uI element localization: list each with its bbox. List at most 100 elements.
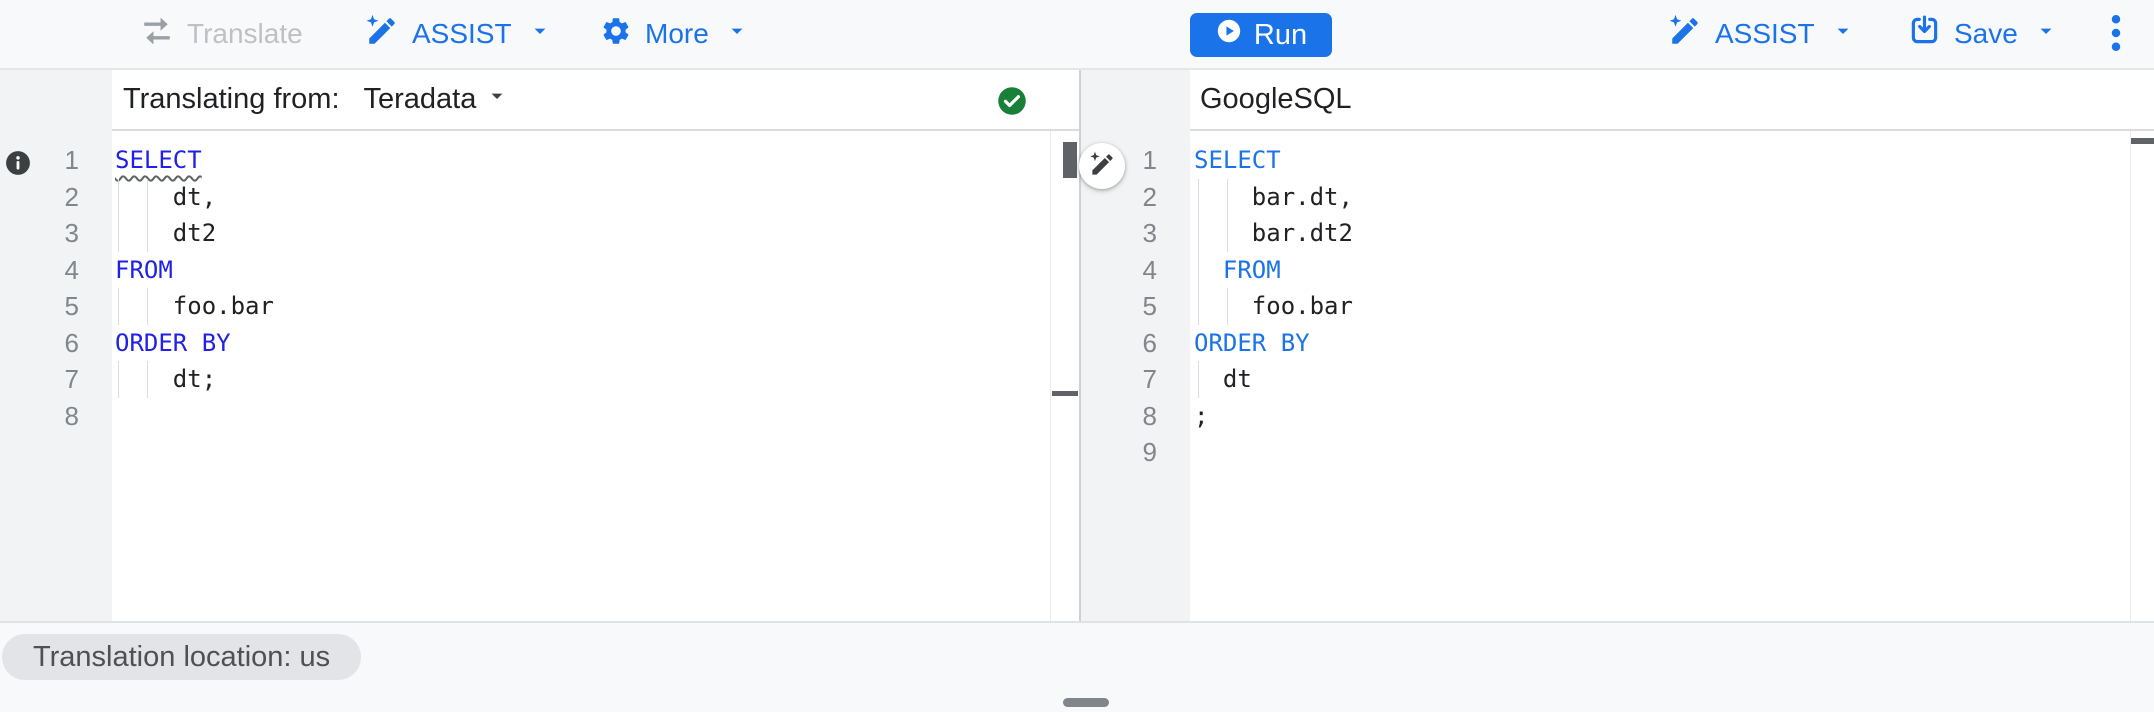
indent-guide — [1226, 288, 1228, 325]
save-icon — [1908, 14, 1941, 54]
more-dropdown[interactable]: More — [600, 0, 750, 68]
code-line: bar.dt2 — [1194, 215, 2124, 252]
code-line: foo.bar — [115, 288, 1049, 325]
code-line: bar.dt, — [1194, 178, 2124, 215]
code-line: dt2 — [115, 215, 1049, 252]
line-number: 2 — [1142, 181, 1157, 212]
chevron-down-icon — [1830, 18, 1856, 51]
play-circle-icon — [1215, 17, 1243, 53]
translate-button[interactable]: Translate — [140, 0, 303, 68]
save-label: Save — [1954, 18, 2018, 49]
pen-sparkle-icon — [1089, 151, 1116, 181]
assist-dropdown-right[interactable]: ASSIST — [1668, 0, 1856, 68]
run-label: Run — [1253, 18, 1308, 51]
line-number: 7 — [1142, 364, 1157, 394]
line-number: 7 — [64, 364, 79, 394]
pen-sparkle-icon — [365, 14, 399, 55]
source-scroll-track — [1050, 70, 1051, 621]
source-scroll-marker[interactable] — [1052, 391, 1078, 396]
swap-arrows-icon — [140, 14, 174, 55]
kebab-vertical-icon — [2101, 13, 2131, 58]
indent-guide — [146, 361, 148, 398]
chevron-down-icon — [724, 18, 750, 51]
translating-from-label: Translating from: — [123, 83, 340, 115]
line-number: 5 — [64, 291, 79, 321]
chevron-down-icon — [484, 83, 510, 117]
indent-guide — [146, 288, 148, 325]
assist-dropdown-left[interactable]: ASSIST — [365, 0, 553, 68]
code-line: FROM — [115, 255, 173, 284]
line-number: 9 — [1142, 437, 1157, 467]
assist-label: ASSIST — [412, 18, 512, 49]
gear-icon — [600, 15, 632, 54]
code-line: SELECT — [1194, 146, 1281, 174]
line-number: 6 — [1142, 327, 1157, 358]
line-number: 3 — [1142, 218, 1157, 248]
indent-guide — [118, 288, 119, 325]
code-line — [1194, 434, 2124, 471]
code-line: ; — [1194, 401, 1209, 430]
target-panel: GoogleSQL 1 2 3 4 5 6 7 8 9 SELECT bar.dt, bar.d… — [1081, 70, 2154, 621]
line-number: 6 — [64, 327, 79, 358]
more-label: More — [645, 18, 709, 49]
indent-guide — [1198, 361, 1199, 398]
source-panel-header: Translating from: Teradata — [112, 70, 1079, 131]
code-line: ORDER BY — [115, 328, 231, 357]
code-line: dt, — [115, 178, 1049, 215]
code-line: ORDER BY — [1194, 328, 1310, 357]
indent-guide — [1226, 215, 1228, 252]
indent-guide — [1198, 288, 1199, 325]
save-dropdown[interactable]: Save — [1908, 0, 2059, 68]
target-line-numbers: 1 2 3 4 5 6 7 8 9 — [1081, 132, 1190, 471]
code-line — [115, 398, 1049, 435]
source-dialect-dropdown[interactable]: Teradata — [364, 83, 511, 117]
target-vertical-scrollbar-thumb[interactable] — [2131, 138, 2154, 144]
pen-sparkle-icon — [1668, 14, 1702, 55]
target-scroll-track — [2130, 70, 2131, 621]
translate-label: Translate — [187, 18, 303, 49]
indent-guide — [1198, 251, 1199, 288]
line-number: 1 — [64, 145, 79, 175]
overflow-menu-button[interactable] — [2100, 12, 2132, 58]
indent-guide — [1198, 215, 1199, 252]
translation-location-label: Translation location: us — [33, 640, 331, 673]
indent-guide — [1198, 178, 1199, 215]
line-number: 1 — [1142, 145, 1157, 175]
toolbar: Translate ASSIST More Run — [0, 0, 2154, 70]
code-line: dt; — [115, 361, 1049, 398]
code-line: SELECT — [115, 146, 202, 174]
run-button[interactable]: Run — [1190, 13, 1332, 57]
code-line: foo.bar — [1194, 288, 2124, 325]
dialect-value: Teradata — [363, 83, 477, 115]
footer: Translation location: us — [0, 621, 2154, 712]
check-circle-icon — [997, 86, 1027, 124]
info-circle-icon[interactable] — [5, 150, 31, 181]
line-number: 2 — [64, 181, 79, 212]
editor-split: Translating from: Teradata 1 2 3 4 5 6 7 8 SELE… — [0, 70, 2154, 621]
line-number: 3 — [64, 218, 79, 248]
bottom-panel-resize-handle[interactable] — [1063, 698, 1109, 707]
code-line: dt — [1194, 361, 2124, 398]
line-number: 8 — [1142, 400, 1157, 431]
chevron-down-icon — [2033, 18, 2059, 51]
indent-guide — [146, 215, 148, 252]
target-panel-header: GoogleSQL — [1190, 70, 2154, 131]
target-dialect-label: GoogleSQL — [1200, 83, 1352, 115]
assist-wand-button[interactable] — [1079, 143, 1125, 189]
line-number: 5 — [1142, 291, 1157, 321]
indent-guide — [118, 361, 119, 398]
chevron-down-icon — [527, 18, 553, 51]
panel-divider[interactable] — [1079, 70, 1081, 621]
line-number: 4 — [1142, 254, 1157, 285]
indent-guide — [1226, 178, 1228, 215]
indent-guide — [118, 215, 119, 252]
source-vertical-scrollbar-thumb[interactable] — [1063, 142, 1077, 178]
translation-location-chip[interactable]: Translation location: us — [2, 634, 362, 680]
code-line: FROM — [1194, 251, 2124, 288]
line-number: 4 — [64, 254, 79, 285]
